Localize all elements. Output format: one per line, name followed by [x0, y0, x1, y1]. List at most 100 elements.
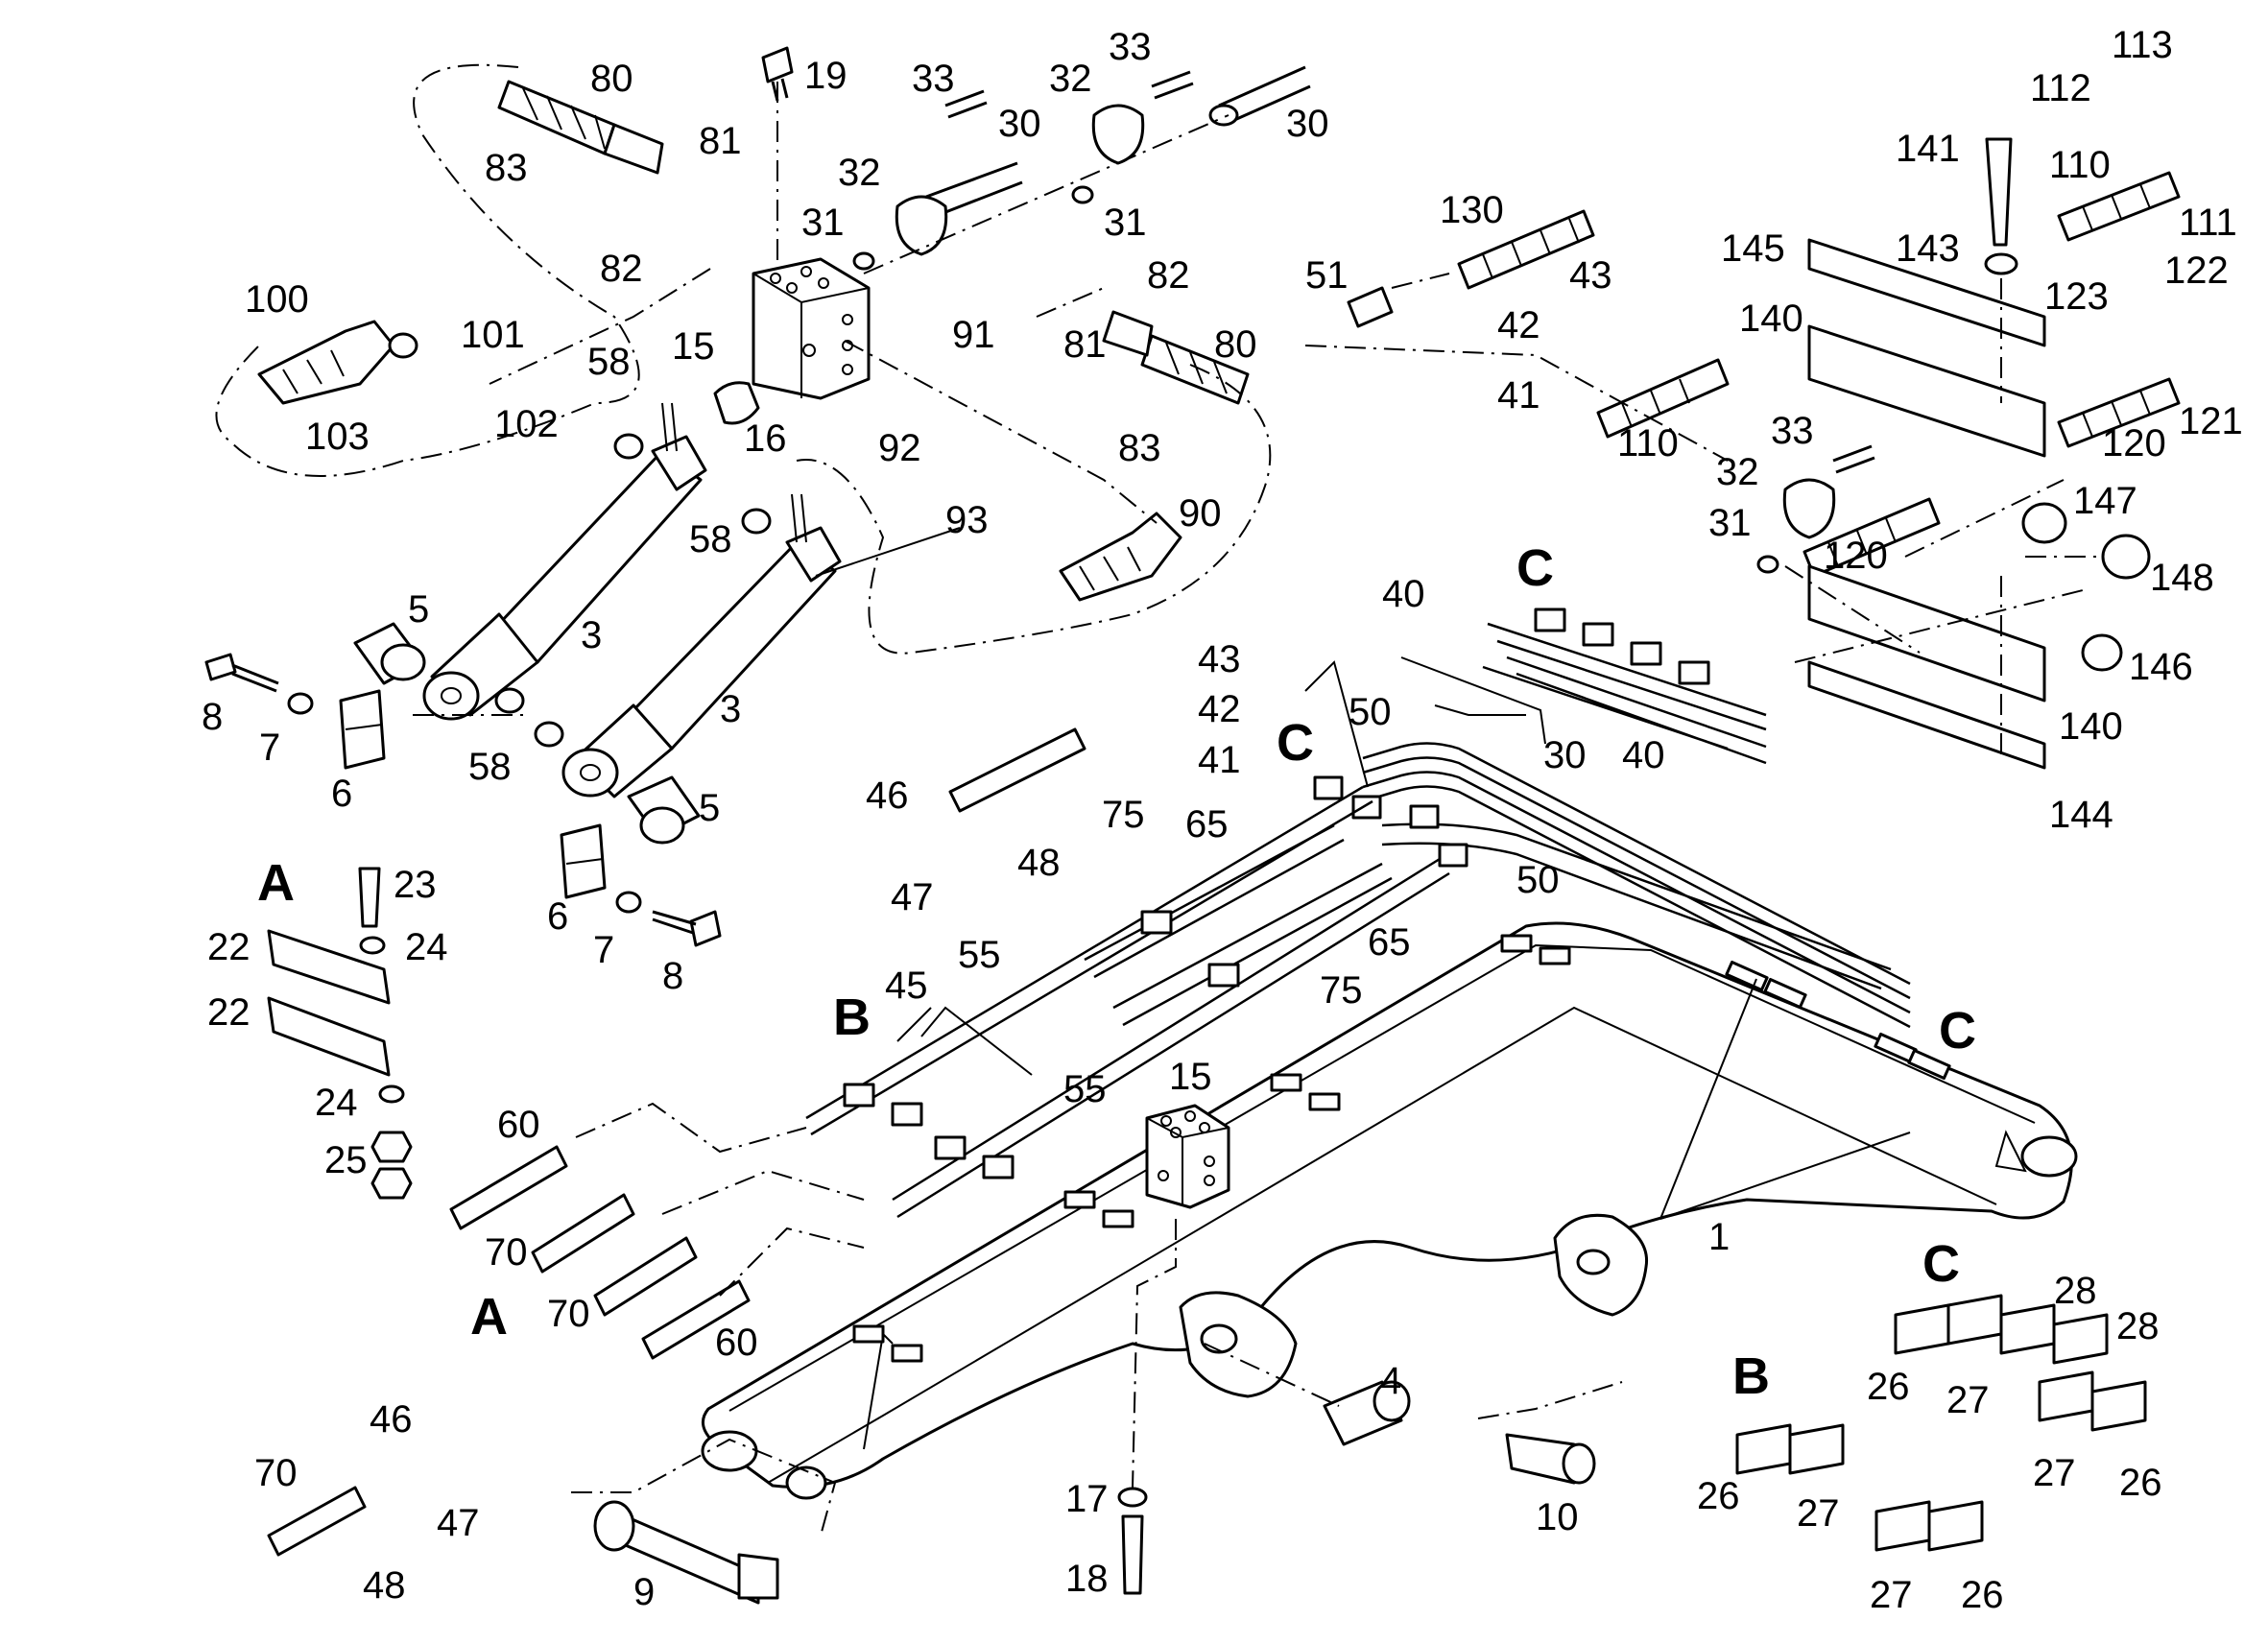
leader-lines [815, 527, 1911, 1220]
callout-80-a: 80 [590, 58, 633, 100]
clamp-set-c-lower [1894, 1294, 2147, 1432]
callout-46-a: 46 [866, 774, 909, 817]
boom-arm [701, 921, 2078, 1500]
plug-19-thread [771, 78, 789, 102]
callout-19: 19 [804, 55, 848, 97]
callout-31-c: 31 [1708, 502, 1752, 544]
callout-24-b: 24 [315, 1082, 358, 1124]
pin-4 [1323, 1380, 1411, 1446]
pipe-30-end [1208, 104, 1239, 127]
callout-6-a: 6 [331, 773, 352, 815]
section-label-c-top: C [1516, 539, 1554, 597]
callout-70-c: 70 [254, 1452, 298, 1494]
callout-labels: 1 3 3 4 5 5 6 6 7 7 8 8 9 10 15 15 16 17… [202, 24, 2243, 1616]
callout-7-a: 7 [259, 727, 280, 769]
callout-3-a: 3 [581, 614, 602, 656]
callout-27-d: 27 [1870, 1574, 1913, 1616]
hose-70-a [531, 1193, 635, 1274]
callout-75-b: 75 [1320, 969, 1363, 1012]
callout-18: 18 [1065, 1558, 1109, 1600]
hydraulic-cylinder-right [561, 493, 842, 798]
callout-81-a: 81 [699, 120, 742, 162]
washer-31-c [1756, 555, 1779, 574]
callout-51: 51 [1305, 254, 1349, 297]
callout-46-b: 46 [370, 1398, 413, 1441]
flange-32-c [1782, 478, 1836, 539]
callout-102: 102 [494, 403, 559, 445]
callout-42-a: 42 [1198, 688, 1241, 730]
section-label-b-detail: B [1732, 1347, 1770, 1405]
hose-120 [1802, 497, 1941, 578]
callout-26-c: 26 [1697, 1475, 1740, 1517]
callout-8-b: 8 [662, 955, 683, 997]
callout-32-b: 32 [1049, 58, 1092, 100]
section-letters: A A B B C C C C [257, 539, 1976, 1405]
callout-123: 123 [2044, 275, 2109, 318]
callout-41-b: 41 [1497, 374, 1540, 417]
washer-24-b [378, 1084, 405, 1104]
hose-130 [1457, 209, 1595, 290]
callout-32-a: 32 [838, 152, 881, 194]
section-label-c-mid: C [1277, 714, 1314, 772]
hose-70-b [593, 1236, 698, 1317]
callout-130: 130 [1440, 189, 1504, 231]
callout-101: 101 [461, 314, 525, 356]
callout-26-d: 26 [1961, 1574, 2004, 1616]
callout-70-a: 70 [485, 1231, 528, 1274]
hose-80-left [497, 80, 664, 175]
callout-90: 90 [1179, 492, 1222, 535]
bushing-148 [2101, 534, 2151, 580]
callout-121: 121 [2179, 400, 2243, 442]
hose-90 [1059, 512, 1182, 602]
callout-60-a: 60 [497, 1104, 540, 1146]
hose-80-right [1102, 310, 1250, 405]
callout-43-a: 43 [1198, 638, 1241, 680]
long-pipe-bundle-50 [1313, 742, 1911, 1029]
bolt-33-c [1832, 444, 1875, 474]
callout-5-a: 5 [408, 588, 429, 631]
hose-110 [1596, 358, 1730, 439]
callout-147: 147 [2073, 480, 2137, 522]
callout-143: 143 [1896, 227, 1960, 270]
clamp-6-upper [339, 689, 386, 770]
callout-16: 16 [744, 417, 787, 460]
clamp-6-lower [560, 823, 607, 899]
bolt-33-a [944, 89, 988, 119]
callout-30-a: 30 [998, 103, 1041, 145]
washer-143 [1984, 252, 2018, 275]
callout-25: 25 [324, 1139, 368, 1181]
callout-31-b: 31 [1104, 202, 1147, 244]
callout-48-b: 48 [363, 1564, 406, 1607]
pin-5-lower [627, 775, 701, 845]
callout-6-b: 6 [547, 895, 568, 938]
callout-33-a: 33 [912, 58, 955, 100]
callout-40-a: 40 [1382, 573, 1425, 615]
callout-141: 141 [1896, 128, 1960, 170]
hose-60-b [641, 1279, 751, 1360]
callout-30-b: 30 [1286, 103, 1329, 145]
callout-110-a: 110 [1617, 422, 1679, 465]
callout-28-a: 28 [2054, 1270, 2097, 1312]
routing-lines [215, 63, 2097, 1537]
section-label-c-boom: C [1939, 1002, 1976, 1060]
bolt-23 [358, 867, 381, 928]
plug-19 [761, 46, 794, 83]
callout-33-b: 33 [1109, 26, 1152, 68]
callout-58-a: 58 [587, 341, 631, 383]
callout-27-a: 27 [1946, 1379, 1990, 1421]
callout-7-b: 7 [593, 929, 614, 971]
fitting-51 [1347, 286, 1394, 328]
callout-144: 144 [2049, 794, 2113, 836]
callout-140-a: 140 [1739, 298, 1803, 340]
bolt-18 [1121, 1514, 1144, 1595]
hydraulic-cylinder-left [422, 402, 707, 721]
bushing-146 [2081, 633, 2123, 672]
callout-65-a: 65 [1185, 803, 1229, 846]
callout-100: 100 [245, 278, 309, 321]
callout-81-b: 81 [1063, 323, 1107, 366]
clamp-set-b-lower [1735, 1423, 1984, 1552]
hose-100 [257, 320, 418, 405]
callout-42-b: 42 [1497, 304, 1540, 346]
callout-112: 112 [2030, 67, 2091, 109]
callout-55-b: 55 [1063, 1068, 1107, 1110]
